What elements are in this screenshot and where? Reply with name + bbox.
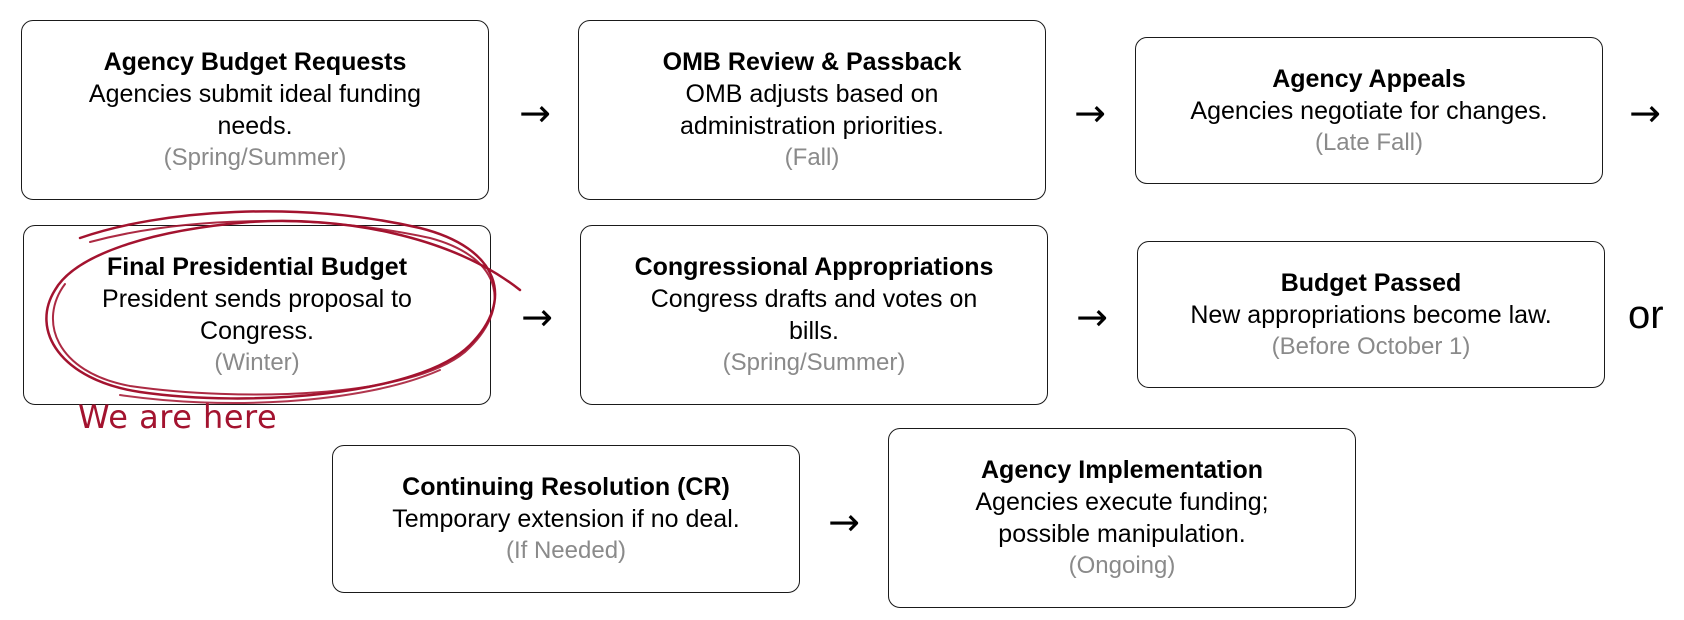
step-budget-passed: Budget Passed New appropriations become … <box>1137 241 1605 388</box>
step-continuing-resolution: Continuing Resolution (CR) Temporary ext… <box>332 445 800 593</box>
arrow-right: → <box>1074 91 1106 135</box>
step-agency-appeals: Agency Appeals Agencies negotiate for ch… <box>1135 37 1603 184</box>
arrow-right: → <box>828 500 860 544</box>
step-title: Continuing Resolution (CR) <box>402 473 730 501</box>
step-timing: (Late Fall) <box>1314 128 1424 156</box>
step-title: OMB Review & Passback <box>662 48 962 76</box>
step-final-presidential-budget: Final Presidential Budget President send… <box>23 225 491 405</box>
step-timing: (Fall) <box>784 144 840 171</box>
step-timing: (Ongoing) <box>1068 552 1176 579</box>
step-omb-review: OMB Review & Passback OMB adjusts based … <box>578 20 1046 200</box>
step-description: Agencies negotiate for changes. <box>1190 96 1548 125</box>
step-timing: (Spring/Summer) <box>163 144 347 171</box>
step-description: OMB adjusts based on administration prio… <box>680 80 944 140</box>
step-description: Congress drafts and votes on bills. <box>650 285 978 345</box>
step-timing: (Spring/Summer) <box>722 349 906 376</box>
step-title: Agency Budget Requests <box>103 48 407 76</box>
we-are-here-label: We are here <box>78 398 278 436</box>
step-title: Budget Passed <box>1280 268 1462 297</box>
arrow-right: → <box>1076 295 1108 339</box>
step-agency-implementation: Agency Implementation Agencies execute f… <box>888 428 1356 608</box>
step-description: Temporary extension if no deal. <box>392 505 740 533</box>
step-title: Final Presidential Budget <box>106 253 408 281</box>
arrow-right: → <box>519 91 551 135</box>
step-description: Agencies submit ideal funding needs. <box>88 80 422 140</box>
step-title: Congressional Appropriations <box>634 253 994 281</box>
step-congressional-appropriations: Congressional Appropriations Congress dr… <box>580 225 1048 405</box>
step-timing: (If Needed) <box>505 537 627 564</box>
step-timing: (Before October 1) <box>1271 332 1471 360</box>
or-label: or <box>1628 293 1664 337</box>
step-description: President sends proposal to Congress. <box>102 285 412 345</box>
step-title: Agency Appeals <box>1272 64 1466 93</box>
step-description: Agencies execute funding; possible manip… <box>975 488 1269 548</box>
step-description: New appropriations become law. <box>1190 300 1552 329</box>
step-timing: (Winter) <box>214 349 300 376</box>
arrow-right: → <box>1629 91 1661 135</box>
step-agency-budget-requests: Agency Budget Requests Agencies submit i… <box>21 20 489 200</box>
step-title: Agency Implementation <box>981 456 1263 484</box>
arrow-right: → <box>521 295 553 339</box>
